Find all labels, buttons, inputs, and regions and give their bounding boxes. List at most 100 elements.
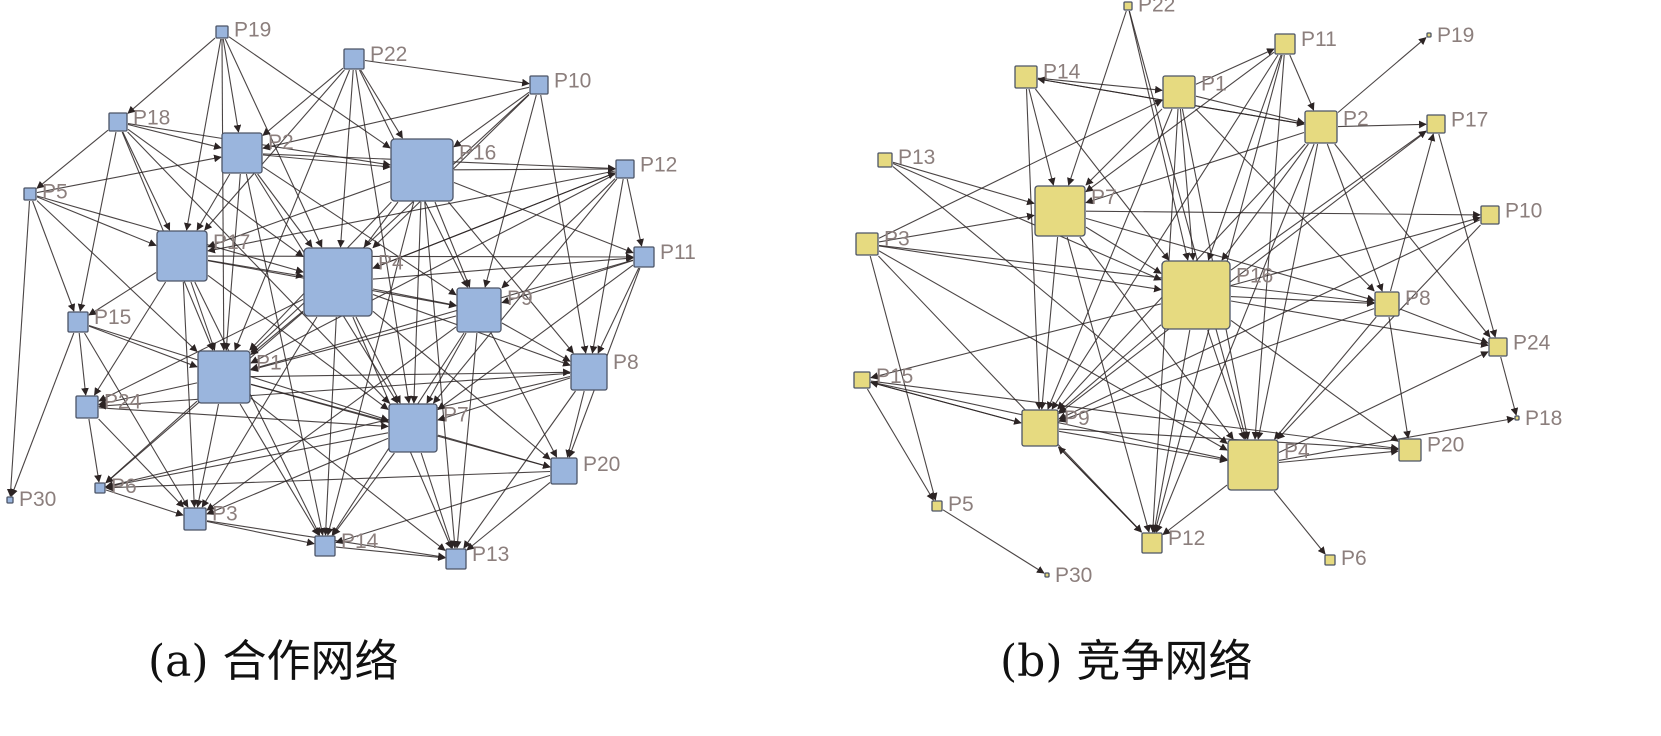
edge-P5-P15 [32, 200, 76, 312]
edge-P2-P17 [1337, 120, 1427, 129]
edge-P10-P4 [1277, 224, 1481, 440]
edge-P8-P24 [98, 372, 571, 410]
edge-P1-P16 [1179, 108, 1197, 261]
node-label-P15: P15 [94, 306, 131, 329]
edge-P24-P18 [1500, 356, 1519, 416]
node-P4 [303, 247, 373, 317]
node-P13 [877, 152, 893, 168]
edge-P16-P9 [1058, 324, 1162, 413]
node-P16 [390, 138, 454, 202]
edge-P17-P11 [207, 253, 634, 261]
node-label-P4: P4 [1284, 440, 1310, 463]
edge-P17-P3 [182, 281, 198, 508]
edge-P14-P13 [335, 546, 446, 562]
edge-P12-P8 [589, 178, 624, 354]
node-P12 [1141, 532, 1163, 554]
edge-P1-P11 [1195, 48, 1275, 85]
edge-P16-P15 [870, 303, 1162, 380]
edge-P2-P7 [1085, 131, 1305, 205]
node-P8 [570, 353, 608, 391]
node-label-P12: P12 [1168, 527, 1205, 550]
edge-P6-P3 [105, 489, 184, 517]
edge-P11-P7 [1085, 51, 1275, 193]
edge-P17-P1 [190, 281, 216, 351]
node-P3 [183, 507, 207, 531]
node-label-P22: P22 [1138, 0, 1175, 17]
edge-P7-P8 [1085, 217, 1375, 303]
edge-P16-P17 [207, 180, 391, 248]
edge-P4-P7 [355, 316, 401, 404]
edge-P5-P17 [36, 196, 157, 247]
edge-P3-P4 [878, 250, 1228, 451]
edge-P24-P6 [88, 418, 102, 483]
edge-P2-P4 [257, 173, 313, 248]
node-P17 [156, 230, 208, 282]
edge-P9-P7 [426, 332, 467, 404]
edge-P1-P7 [1085, 108, 1163, 186]
edge-P9-P20 [490, 332, 558, 458]
node-label-P1: P1 [1201, 72, 1227, 95]
node-label-P7: P7 [1091, 186, 1117, 209]
edge-P14-P9 [1025, 88, 1043, 410]
edge-P11-P8 [597, 267, 640, 354]
node-P2 [221, 132, 263, 174]
node-label-P16: P16 [459, 141, 496, 164]
edge-P24-P3 [98, 418, 184, 508]
edge-P1-P2 [1195, 95, 1305, 125]
node-P11 [633, 246, 655, 268]
edge-P3-P12 [878, 255, 1143, 533]
node-label-P13: P13 [898, 146, 935, 169]
edge-P15-P24 [78, 332, 89, 396]
edge-P2-P24 [1334, 143, 1491, 338]
node-label-P2: P2 [268, 131, 294, 154]
cooperation-network-edges [6, 36, 644, 562]
edge-P11-P4 [1251, 54, 1285, 440]
node-label-P24: P24 [104, 390, 142, 413]
node-P2 [1304, 110, 1338, 144]
edge-P9-P3 [206, 326, 457, 511]
edge-P15-P3 [84, 332, 189, 508]
edge-P16-P17 [1230, 130, 1427, 271]
node-P5 [23, 187, 37, 201]
node-label-P22: P22 [370, 43, 407, 66]
edge-P16-P20 [1230, 319, 1399, 442]
node-label-P10: P10 [554, 70, 591, 93]
edge-P1-P9 [1046, 108, 1173, 410]
edge-P19-P2 [222, 38, 242, 133]
edge-P22-P10 [364, 59, 530, 87]
edge-P1-P13 [250, 397, 446, 551]
node-label-P15: P15 [876, 365, 913, 388]
edge-P7-P12 [1066, 236, 1151, 533]
edge-P2-P12 [1155, 143, 1315, 533]
node-P19 [215, 25, 229, 39]
edge-P5-P30 [6, 200, 31, 497]
edge-P11-P7 [437, 264, 634, 410]
node-P30 [6, 496, 14, 504]
edge-P1-P14 [239, 403, 319, 536]
node-label-P30: P30 [19, 488, 56, 511]
edge-P16-P10 [1230, 215, 1481, 287]
node-label-P20: P20 [1427, 433, 1464, 456]
edge-P7-P10 [1085, 210, 1481, 219]
edge-P4-P20 [1278, 447, 1399, 464]
node-P22 [343, 48, 365, 70]
edge-P2-P14 [245, 173, 326, 536]
edge-P17-P24 [1438, 133, 1498, 338]
edge-P12-P11 [626, 178, 644, 247]
edge-P24-P7 [98, 407, 389, 430]
node-P3 [855, 232, 879, 256]
edge-P17-P9 [1058, 131, 1427, 414]
edge-P7-P14 [332, 452, 395, 536]
competition-network-edges [866, 10, 1519, 574]
edge-P3-P7 [878, 212, 1035, 243]
edge-P18-P17 [122, 131, 171, 231]
edge-P8-P6 [105, 375, 571, 489]
node-label-P9: P9 [507, 287, 533, 310]
edge-P3-P16 [878, 245, 1162, 293]
node-P14 [1014, 65, 1038, 89]
node-label-P10: P10 [1505, 200, 1542, 223]
edge-P22-P17 [204, 69, 345, 231]
edge-P3-P8 [878, 244, 1375, 306]
edge-P13-P16 [892, 162, 1162, 281]
